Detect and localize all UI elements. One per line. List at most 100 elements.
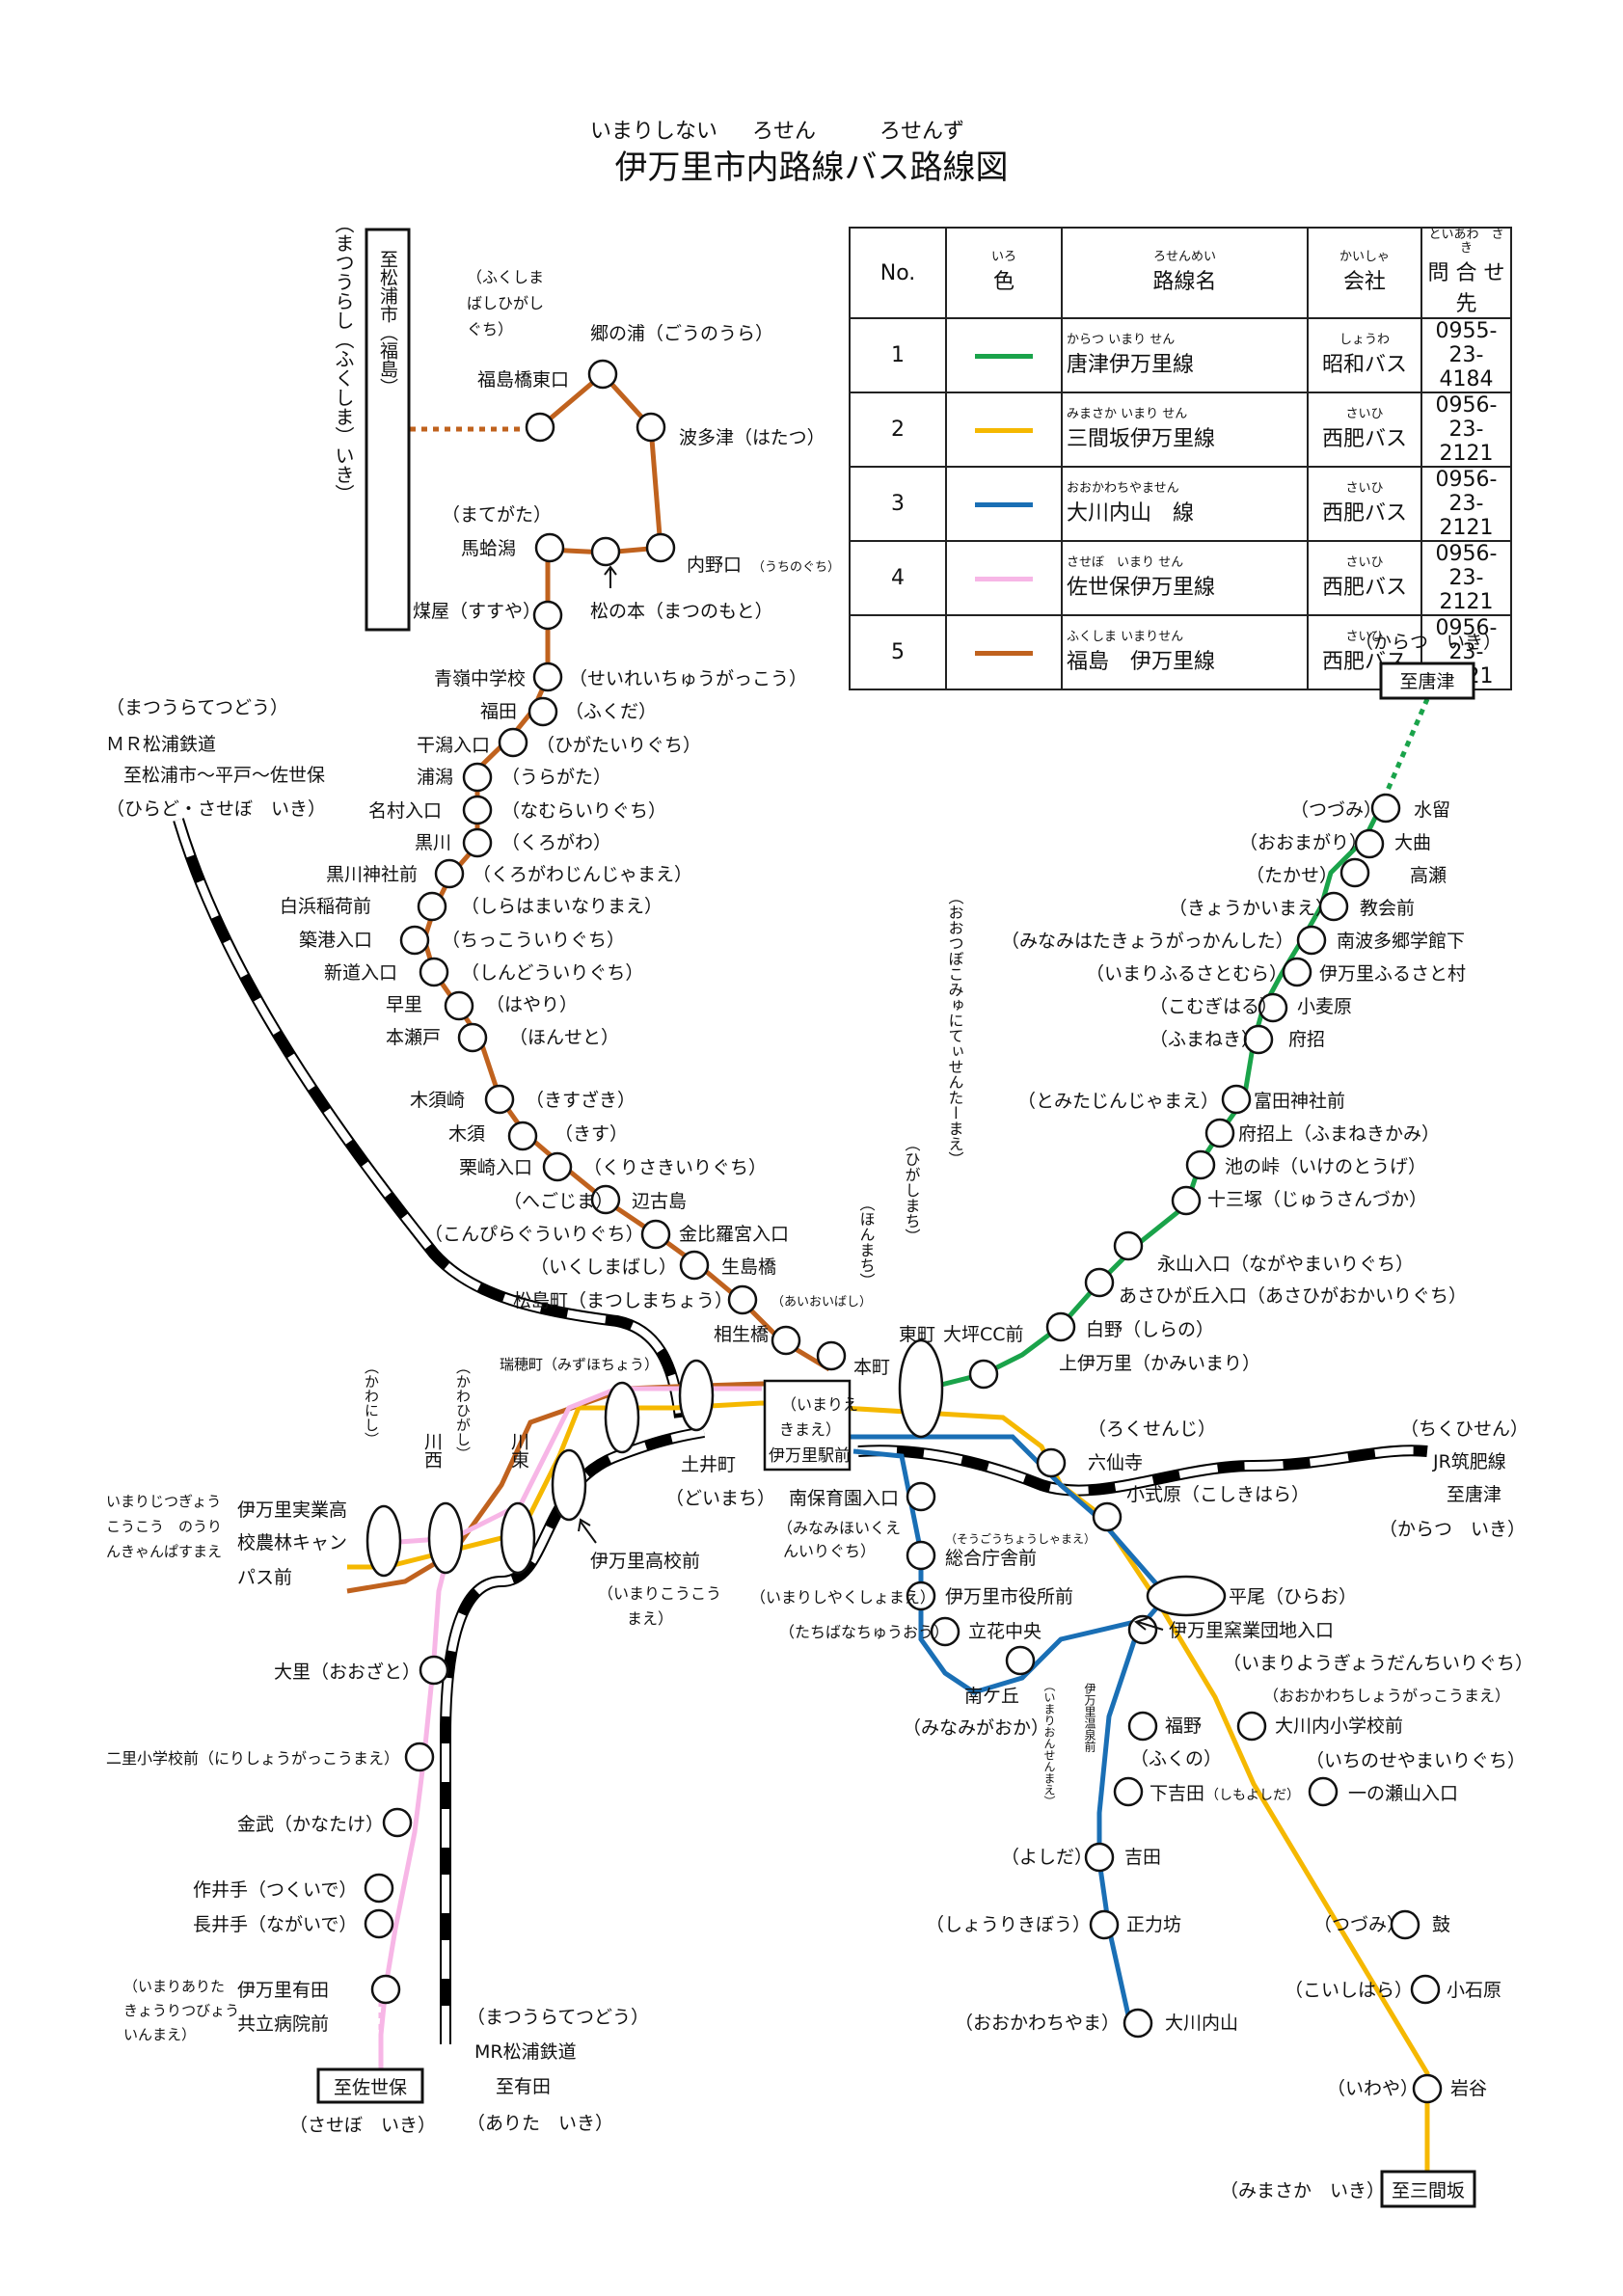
- label-jr-1: （ちくひせん）: [1400, 1418, 1528, 1440]
- label-chikko: 築港入口: [299, 930, 372, 951]
- label-imari-station: 伊万里駅前: [769, 1446, 851, 1466]
- stop-higashimachi: [898, 1338, 944, 1439]
- legend-route-name: させぼ いまり せん佐世保伊万里線: [1061, 540, 1309, 616]
- label-tachibana-ruby: （たちばなちゅうおう）: [779, 1623, 949, 1641]
- label-tsuzumi-n: 水留: [1414, 799, 1450, 821]
- legend-company: さいひ西肥バス: [1307, 540, 1422, 616]
- stop-shiyakusho: [906, 1580, 936, 1611]
- label-minami-hoikuen-ruby-1: （みなみほいくえ: [777, 1519, 901, 1537]
- label-honseto: 本瀬戸: [386, 1027, 441, 1048]
- label-kurisaki: 栗崎入口: [459, 1157, 532, 1178]
- label-uchinoguchi-ruby: （うちのぐち）: [752, 560, 840, 575]
- stop-ichinose: [1308, 1776, 1339, 1807]
- label-shindo-ruby: （しんどういりぐち）: [461, 962, 643, 984]
- label-ooubo: 大坪CC前: [943, 1324, 1024, 1345]
- stop-minamigaoka: [1005, 1645, 1036, 1676]
- label-minami-hoikuen: 南保育園入口: [789, 1488, 899, 1509]
- label-chikko-ruby: （ちっこういりぐち）: [442, 930, 625, 951]
- label-mr-s-1: （まつうらてつどう）: [467, 2007, 649, 2028]
- legend-row: 3 おおかわちやません大川内山 線 さいひ西肥バス 0956-23-2121: [849, 466, 1512, 542]
- stop-kyokai: [1318, 891, 1349, 922]
- label-jitsugyo-1: 伊万里実業高: [237, 1499, 347, 1521]
- label-furusato: 伊万里ふるさと村: [1319, 963, 1466, 985]
- stop-tomita: [1221, 1084, 1252, 1115]
- legend-header-color: いろ色: [945, 227, 1063, 319]
- stop-seirei: [532, 662, 563, 692]
- stop-takase: [1339, 857, 1370, 888]
- label-seirei: 青嶺中学校: [434, 668, 526, 689]
- label-shimoyoshida: 下吉田: [1150, 1783, 1204, 1804]
- stop-okawachisho: [1236, 1711, 1267, 1742]
- stop-kawahigashi: [500, 1501, 536, 1575]
- label-mr-nw-4: （ひらど・させぼ いき）: [106, 798, 326, 820]
- label-tsuzumi-s-ruby: （つづみ）: [1313, 1914, 1405, 1935]
- stop-fukuda: [527, 696, 558, 727]
- stop-yoshida: [1084, 1842, 1115, 1873]
- label-iwaya-ruby: （いわや）: [1327, 2078, 1419, 2099]
- label-higataiguchi: 干潟入口: [417, 735, 490, 756]
- label-shindo: 新道入口: [324, 962, 397, 984]
- label-iwaya: 岩谷: [1450, 2078, 1487, 2099]
- stop-fukushimabashi-higashi: [525, 412, 555, 443]
- label-funaki: 府招: [1288, 1029, 1325, 1050]
- label-hayari-ruby: （はやり）: [486, 994, 578, 1015]
- fukushimabashi-ruby-2: ばしひがし: [467, 294, 544, 312]
- stop-matsunomoto: [590, 536, 621, 567]
- label-nirisho: 二里小学校前（にりしょうがっこうまえ）: [106, 1749, 399, 1768]
- stop-hegoshima: [590, 1184, 621, 1215]
- stop-imari-koko: [551, 1448, 587, 1522]
- label-imari-koko: 伊万里高校前: [590, 1551, 700, 1572]
- label-seirei-ruby: （せいれいちゅうがっこう）: [569, 668, 807, 689]
- label-koishihara-ruby: （こいしはら）: [1285, 1980, 1413, 2001]
- stop-komugihara: [1258, 992, 1288, 1023]
- label-minamigaoka: 南ケ丘: [964, 1686, 1019, 1707]
- legend-row: 1 からつ いまり せん唐津伊万里線 しょうわ昭和バス 0955-23-4184: [849, 317, 1512, 393]
- arrow-matsunomoto: [604, 565, 617, 588]
- label-minami-hoikuen-ruby-2: んいりぐち）: [783, 1542, 876, 1560]
- stop-matsushima: [727, 1284, 758, 1315]
- legend-phone: 0956-23-2121: [1420, 392, 1512, 468]
- stop-koishihara: [1410, 1974, 1441, 2005]
- legend-color-swatch: [945, 614, 1063, 690]
- label-honmachi: 本町: [853, 1357, 890, 1378]
- label-kamagyo: 伊万里窯業団地入口: [1169, 1620, 1334, 1641]
- label-ikenotoge: 池の峠（いけのとうげ）: [1225, 1156, 1426, 1177]
- label-shirono: 白野（しらの）: [1086, 1319, 1214, 1340]
- label-higashi-vertical: （ひがしまち）: [903, 1136, 921, 1244]
- bus-stops: [364, 359, 1443, 2104]
- stop-kurokawa: [462, 827, 493, 858]
- stop-aioibashi: [771, 1325, 801, 1356]
- legend-header-name: ろせんめい路線名: [1061, 227, 1309, 319]
- label-jitsugyo-2: 校農林キャン: [237, 1532, 347, 1553]
- label-jusanzuka: 十三塚（じゅうさんづか）: [1207, 1189, 1427, 1210]
- legend-no: 2: [849, 392, 947, 468]
- label-furusato-ruby: （いまりふるさとむら）: [1086, 963, 1287, 985]
- label-karatsu-box: 至唐津: [1399, 671, 1454, 692]
- stop-ikenotoge: [1185, 1149, 1216, 1180]
- arrow-kamagyo: [1133, 1617, 1164, 1631]
- stop-okawachiyama: [1123, 2008, 1153, 2039]
- label-fukuda-ruby: （ふくだ）: [565, 701, 657, 722]
- stop-iwaya: [1412, 2073, 1443, 2104]
- label-okawachisho: 大川内小学校前: [1275, 1715, 1403, 1737]
- label-honmachi-vertical: （ほんまち）: [857, 1196, 876, 1288]
- label-matsushima: 松島町（まつしまちょう）: [513, 1290, 733, 1311]
- label-ikushima-ruby: （いくしまばし）: [530, 1256, 677, 1278]
- stop-tsuzumi-s: [1390, 1909, 1420, 1940]
- label-funaki-ruby: （ふまねき）: [1150, 1029, 1259, 1050]
- label-takase-ruby: （たかせ）: [1246, 865, 1338, 886]
- stop-kawanishi: [427, 1501, 464, 1575]
- label-tachibana: 立花中央: [968, 1621, 1041, 1642]
- stop-honmachi: [816, 1340, 847, 1371]
- label-kyokai-ruby: （きょうかいまえ）: [1169, 898, 1334, 919]
- matsuura-box-label: 至松浦市（福島）: [377, 250, 398, 396]
- fukushimabashi-ruby: （ふくしま: [467, 268, 544, 286]
- legend-phone: 0956-23-2121: [1420, 540, 1512, 616]
- label-shiyakusho: 伊万里市役所前: [945, 1586, 1073, 1607]
- stop-gonoura: [587, 359, 618, 390]
- stop-nirisho: [404, 1742, 435, 1772]
- stop-chikko: [399, 925, 430, 956]
- stop-hayari: [444, 990, 474, 1021]
- legend-header-contact: といあわ さき問 合 せ 先: [1420, 227, 1512, 319]
